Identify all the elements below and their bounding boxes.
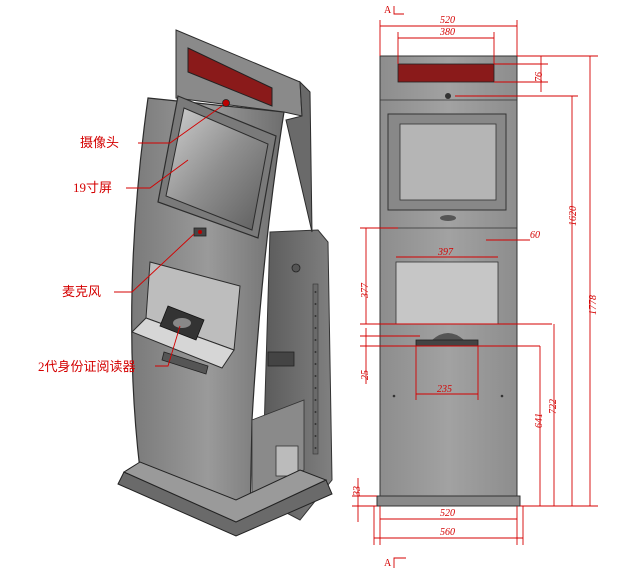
dim-window-height: 377 bbox=[360, 282, 371, 299]
callout-microphone: 麦克风 bbox=[62, 284, 101, 299]
camera-lens bbox=[222, 99, 230, 107]
kiosk-front-elevation bbox=[376, 55, 521, 507]
id-reader-logo bbox=[173, 318, 191, 328]
callout-screen: 19寸屏 bbox=[73, 180, 112, 195]
callout-id-reader: 2代身份证阅读器 bbox=[38, 359, 136, 374]
dim-window-width: 397 bbox=[437, 247, 454, 258]
dim-upper-height: 1620 bbox=[568, 206, 579, 226]
section-marker-top: A bbox=[384, 5, 392, 16]
kiosk-isometric-view bbox=[117, 29, 333, 537]
callout-leaders bbox=[114, 105, 223, 367]
dimension-lines bbox=[352, 6, 598, 568]
kiosk-base-top bbox=[122, 461, 328, 523]
front-card-dome bbox=[432, 333, 464, 340]
front-card-slot bbox=[415, 339, 479, 347]
dim-lower-width: 235 bbox=[437, 384, 452, 395]
dim-mid-height: 641 bbox=[534, 413, 545, 428]
dim-led-height: 76 bbox=[534, 72, 545, 82]
side-vent-strip bbox=[312, 283, 319, 455]
front-base bbox=[376, 495, 521, 507]
dim-lower-height: 722 bbox=[548, 399, 559, 414]
section-marker-bottom: A bbox=[384, 558, 392, 569]
lower-door-panel bbox=[275, 445, 299, 477]
front-led-display bbox=[397, 63, 495, 83]
dim-slot-height: 25 bbox=[360, 370, 371, 380]
dim-base-outer-width: 560 bbox=[440, 527, 455, 538]
front-camera bbox=[445, 93, 451, 99]
card-slot bbox=[161, 351, 209, 375]
front-reader-window bbox=[395, 261, 499, 325]
led-display bbox=[187, 47, 273, 107]
front-screen bbox=[399, 123, 497, 201]
front-mic bbox=[440, 215, 456, 221]
dim-base-inner-width: 520 bbox=[440, 508, 455, 519]
kiosk-header-side bbox=[285, 80, 313, 233]
dim-top-width: 520 bbox=[440, 15, 455, 26]
side-printer-slot bbox=[267, 351, 295, 367]
microphone-dot bbox=[198, 230, 202, 234]
dim-side-gap: 60 bbox=[530, 230, 540, 241]
callout-camera: 摄像头 bbox=[80, 135, 119, 150]
dim-base-height: 33 bbox=[352, 486, 363, 497]
dim-total-height: 1778 bbox=[588, 295, 599, 315]
side-knob bbox=[291, 263, 301, 273]
dim-led-width: 380 bbox=[439, 27, 455, 38]
screen-display bbox=[165, 107, 269, 231]
reader-shelf bbox=[131, 317, 235, 369]
